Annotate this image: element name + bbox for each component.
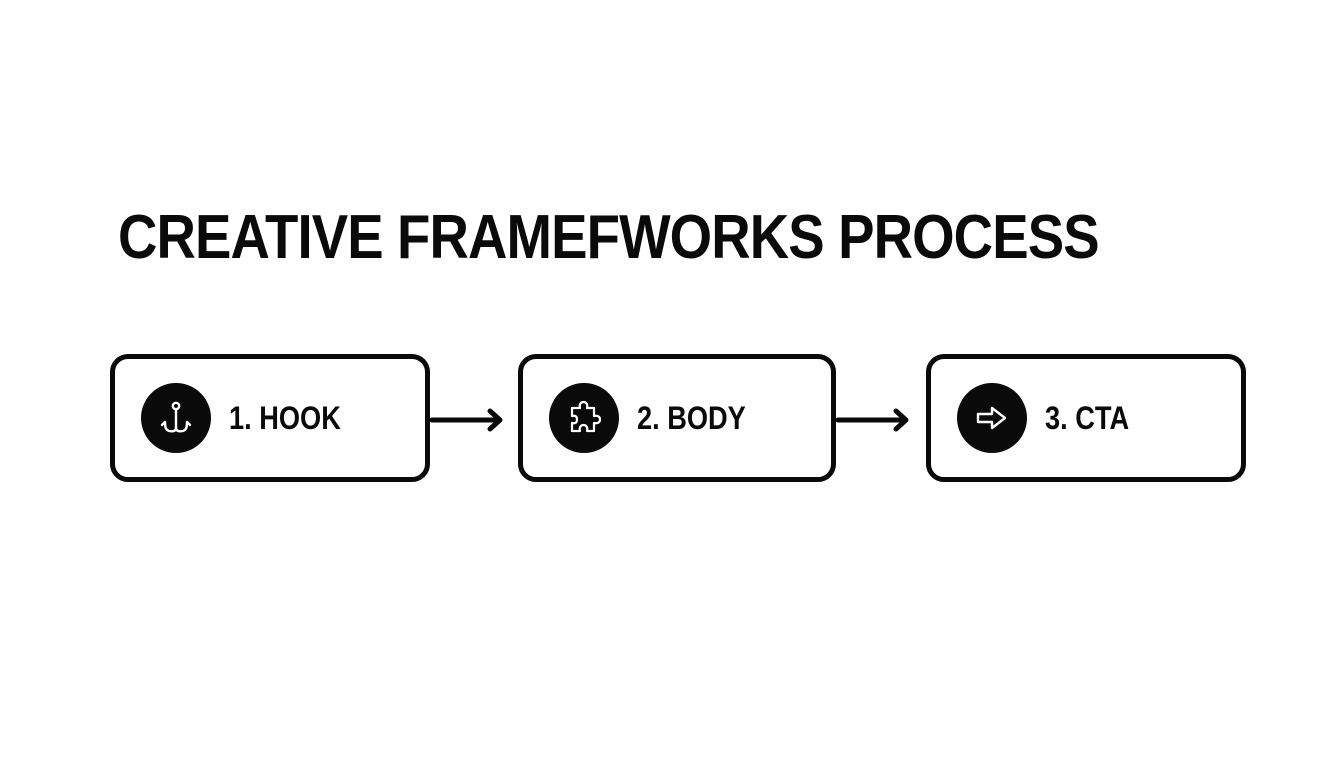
step-hook: 1. HOOK — [110, 354, 430, 482]
step-label: 3. CTA — [1045, 399, 1130, 436]
step-label: 1. HOOK — [229, 399, 341, 436]
flow-arrow-icon — [430, 408, 503, 432]
step-label: 2. BODY — [637, 399, 746, 436]
step-cta: 3. CTA — [926, 354, 1246, 482]
arrow-right-icon — [957, 383, 1027, 453]
step-body: 2. BODY — [518, 354, 836, 482]
hook-icon — [141, 383, 211, 453]
page-title: CREATIVE FRAMEFWORKS PROCESS — [118, 203, 1100, 272]
flow-arrow-icon — [836, 408, 909, 432]
puzzle-icon — [549, 383, 619, 453]
